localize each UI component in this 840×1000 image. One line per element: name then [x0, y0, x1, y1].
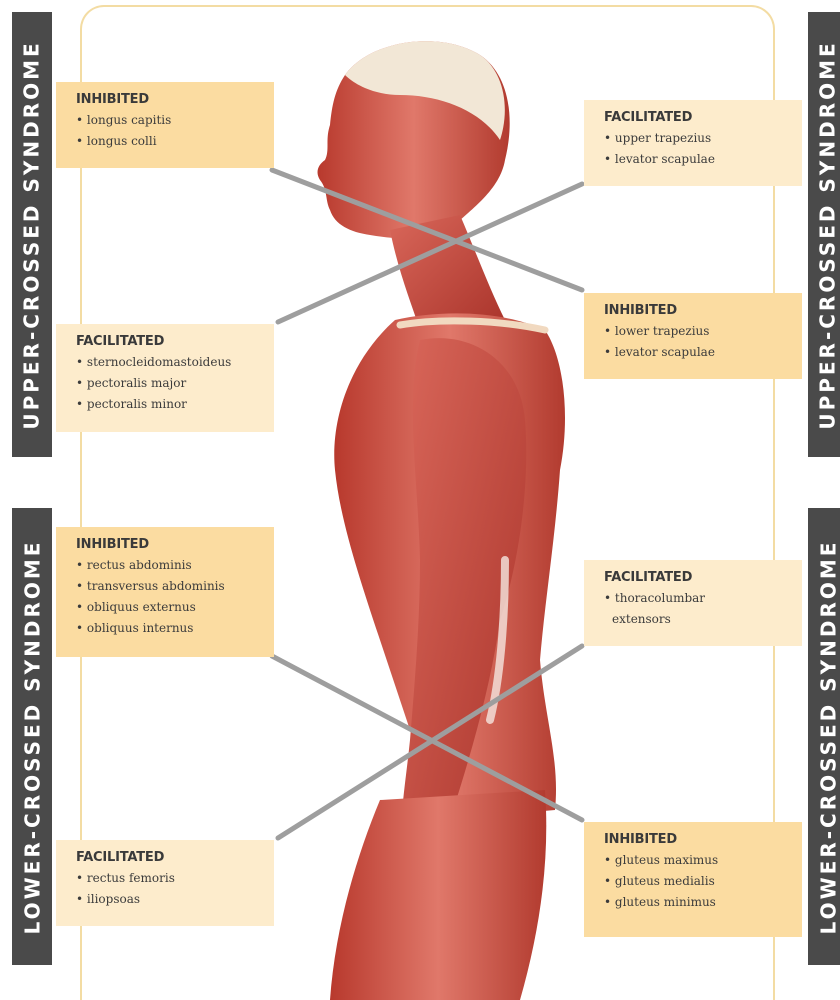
box-title: FACILITATED — [604, 570, 788, 585]
muscle-item: levator scapulae — [604, 149, 788, 170]
upper-left-inhibited-box: INHIBITED longus capitis longus colli — [56, 82, 274, 168]
muscle-item: levator scapulae — [604, 342, 788, 363]
lower-left-inhibited-box: INHIBITED rectus abdominis transversus a… — [56, 527, 274, 657]
box-title: INHIBITED — [604, 303, 788, 318]
body-silhouette — [318, 41, 565, 1000]
box-title: FACILITATED — [76, 334, 260, 349]
box-title: INHIBITED — [76, 92, 260, 107]
muscle-list: sternocleidomastoideus pectoralis major … — [76, 352, 260, 415]
upper-right-facilitated-box: FACILITATED upper trapezius levator scap… — [584, 100, 802, 186]
muscle-item: transversus abdominis — [76, 576, 260, 597]
muscle-item: sternocleidomastoideus — [76, 352, 260, 373]
muscle-item-wrap: extensors — [604, 609, 788, 630]
muscle-item: pectoralis major — [76, 373, 260, 394]
muscle-item: obliquus externus — [76, 597, 260, 618]
muscle-item: rectus femoris — [76, 868, 260, 889]
muscle-list: rectus femoris iliopsoas — [76, 868, 260, 910]
muscle-item: gluteus maximus — [604, 850, 788, 871]
muscle-list: lower trapezius levator scapulae — [604, 321, 788, 363]
upper-right-inhibited-box: INHIBITED lower trapezius levator scapul… — [584, 293, 802, 379]
muscle-item: lower trapezius — [604, 321, 788, 342]
muscle-list: gluteus maximus gluteus medialis gluteus… — [604, 850, 788, 913]
neck-shape — [390, 215, 505, 330]
muscle-item-continued: extensors — [604, 609, 788, 630]
muscle-list: thoracolumbar extensors — [604, 588, 788, 630]
muscle-item: gluteus minimus — [604, 892, 788, 913]
lower-right-facilitated-box: FACILITATED thoracolumbar extensors — [584, 560, 802, 646]
muscle-item: longus capitis — [76, 110, 260, 131]
lower-right-inhibited-box: INHIBITED gluteus maximus gluteus medial… — [584, 822, 802, 937]
box-title: FACILITATED — [76, 850, 260, 865]
muscle-item: obliquus internus — [76, 618, 260, 639]
box-title: INHIBITED — [76, 537, 260, 552]
box-title: INHIBITED — [604, 832, 788, 847]
muscle-item: gluteus medialis — [604, 871, 788, 892]
muscle-item: pectoralis minor — [76, 394, 260, 415]
muscle-list: longus capitis longus colli — [76, 110, 260, 152]
leg-shape — [330, 790, 546, 1000]
lower-left-facilitated-box: FACILITATED rectus femoris iliopsoas — [56, 840, 274, 926]
upper-left-facilitated-box: FACILITATED sternocleidomastoideus pecto… — [56, 324, 274, 432]
muscle-item: upper trapezius — [604, 128, 788, 149]
muscle-item: iliopsoas — [76, 889, 260, 910]
muscle-item: longus colli — [76, 131, 260, 152]
muscle-item: thoracolumbar — [604, 588, 788, 609]
muscle-list: rectus abdominis transversus abdominis o… — [76, 555, 260, 639]
muscle-item: rectus abdominis — [76, 555, 260, 576]
box-title: FACILITATED — [604, 110, 788, 125]
muscle-list: upper trapezius levator scapulae — [604, 128, 788, 170]
